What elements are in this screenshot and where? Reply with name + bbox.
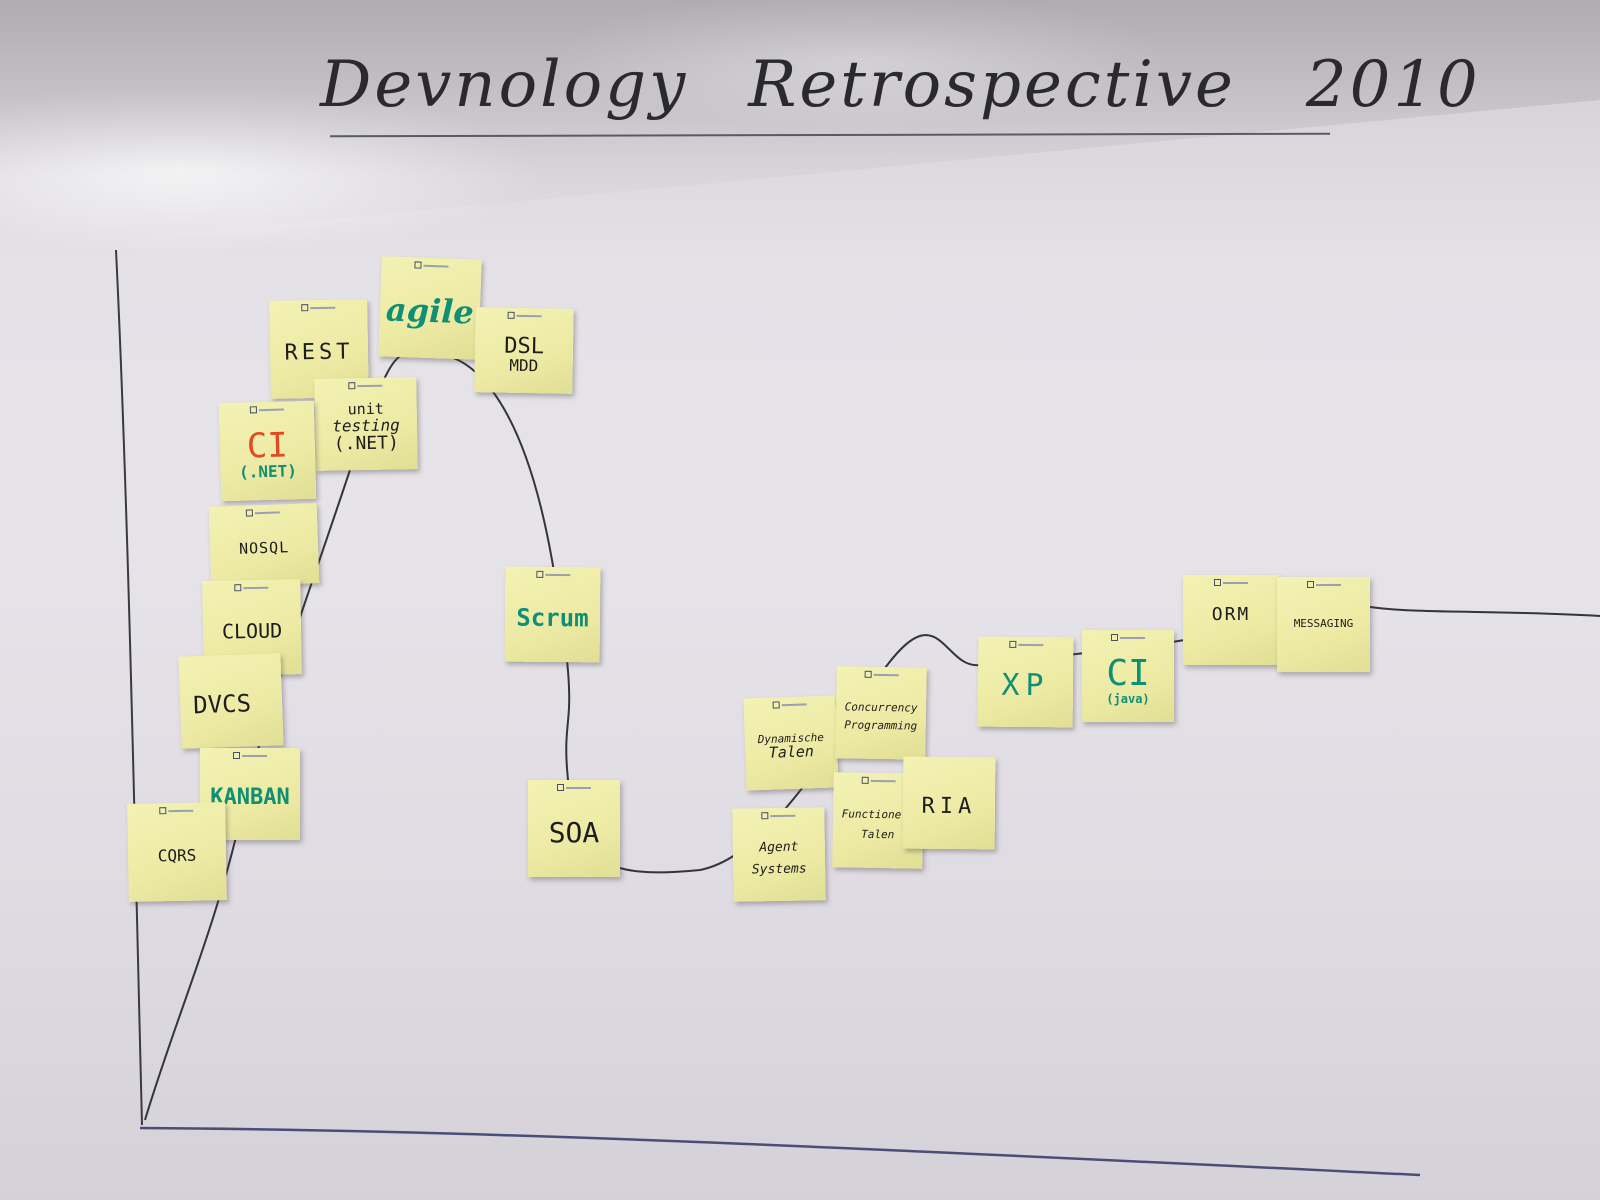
note-logo-icon [159, 806, 193, 816]
note-agile-text: agile [385, 290, 475, 332]
note-dvcs: DVCS [178, 653, 284, 749]
note-xp-text: XP [1001, 668, 1050, 704]
note-orm: ORM [1183, 575, 1279, 665]
note-agent-text: Agent [759, 839, 799, 856]
note-logo-icon [414, 260, 448, 270]
note-ci-net: CI (.NET) [218, 400, 317, 502]
note-messaging-text: MESSAGING [1293, 616, 1354, 630]
note-logo-icon [761, 811, 795, 821]
note-agent-systems: Agent Systems [732, 807, 826, 902]
note-soa: SOA [528, 780, 620, 877]
note-dynamische-talen: Dynamische Talen [743, 695, 839, 791]
note-logo-icon [1307, 580, 1341, 589]
note-ria: RIA [902, 756, 996, 850]
note-logo-icon [508, 311, 542, 321]
note-logo-icon [348, 381, 382, 391]
note-kanban-text: KANBAN [210, 785, 290, 811]
note-agile: agile [378, 256, 482, 360]
note-logo-icon [249, 405, 283, 415]
title-year: 2010 [1305, 48, 1481, 122]
note-logo-icon [246, 507, 280, 517]
note-nosql-text: NOSQL [238, 538, 290, 558]
note-logo-icon [536, 570, 570, 579]
note-logo-icon [1009, 640, 1043, 649]
note-rest-text: REST [284, 339, 354, 367]
note-logo-icon [301, 303, 335, 313]
note-logo-icon [1214, 578, 1248, 587]
note-logo-icon [773, 699, 807, 709]
title-word-devnology: Devnology [320, 48, 689, 122]
note-dotnet-text: (.NET) [333, 432, 400, 455]
note-logo-icon [234, 583, 268, 593]
note-logo-icon [865, 670, 899, 680]
note-logo-icon [557, 783, 591, 792]
note-soa-text: SOA [548, 815, 600, 849]
board-title: Devnology Retrospective 2010 [320, 40, 1478, 130]
note-orm-text: ORM [1211, 603, 1251, 625]
note-logo-icon [862, 776, 896, 786]
note-functionele-talen-text: Talen [861, 827, 895, 841]
note-dsl-text: DSL [503, 333, 545, 359]
note-ci-net-sub-text: (.NET) [238, 461, 298, 483]
note-mdd-text: MDD [509, 355, 539, 375]
note-cloud-text: CLOUD [221, 618, 283, 644]
y-axis-line [115, 249, 143, 1126]
note-scrum: Scrum [504, 566, 601, 663]
note-programming-text: Programming [844, 718, 918, 733]
note-ci-net-text: CI [246, 425, 289, 467]
note-unit-testing: unit testing (.NET) [314, 377, 418, 471]
note-ci-java-text: CI [1106, 652, 1150, 694]
note-concurrency-programming: Concurrency Programming [835, 666, 927, 760]
note-xp: XP [977, 636, 1074, 728]
note-dsl-mdd: DSL MDD [474, 307, 574, 394]
note-ria-text: RIA [921, 794, 977, 820]
note-scrum-text: Scrum [516, 603, 589, 633]
note-talen-text: Talen [768, 742, 815, 762]
note-nosql: NOSQL [208, 503, 320, 587]
note-ci-java-sub-text: (java) [1106, 691, 1150, 706]
note-systems-text: Systems [751, 861, 807, 877]
note-logo-icon [233, 751, 267, 760]
note-logo-icon [1111, 633, 1145, 642]
note-cqrs: CQRS [127, 802, 227, 902]
x-axis-line [139, 1126, 1421, 1177]
note-concurrency-text: Concurrency [844, 700, 918, 716]
title-word-retrospective: Retrospective [748, 48, 1236, 122]
note-messaging: MESSAGING [1277, 577, 1370, 672]
note-ci-java: CI (java) [1082, 630, 1174, 722]
note-cqrs-text: CQRS [157, 845, 197, 865]
note-dvcs-text: DVCS [192, 689, 252, 720]
